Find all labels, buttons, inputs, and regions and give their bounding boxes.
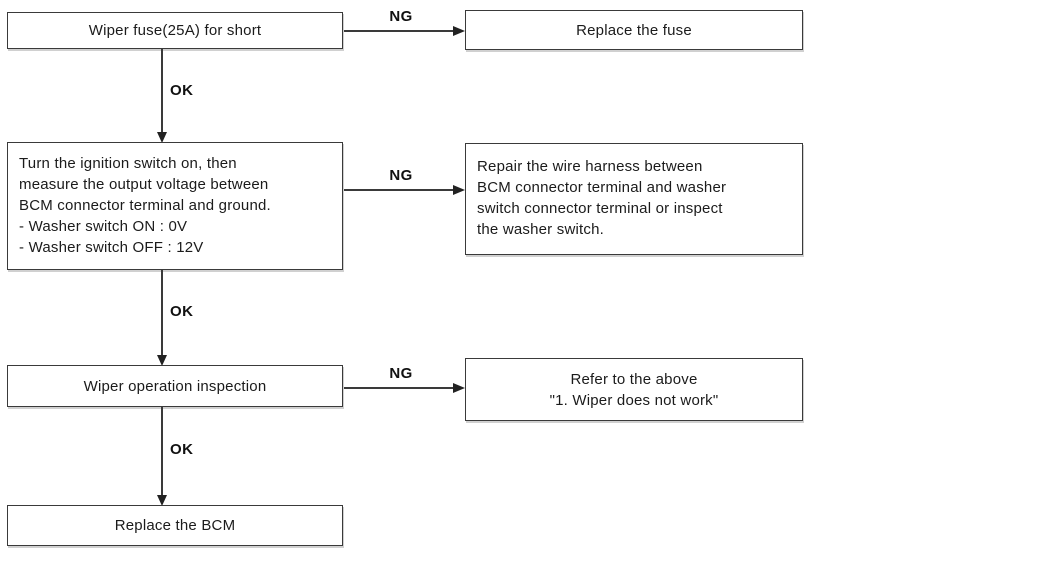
ng-edge-label-3: NG bbox=[389, 365, 413, 382]
ng-connector-2-line bbox=[344, 189, 454, 191]
flow-step-wiper-inspection: Wiper operation inspection bbox=[7, 365, 343, 407]
arrow-down-icon bbox=[157, 495, 167, 506]
ok-connector-3-line bbox=[161, 407, 163, 497]
arrow-right-icon bbox=[453, 383, 465, 393]
ng-connector-1-line bbox=[344, 30, 454, 32]
flow-step-check-fuse: Wiper fuse(25A) for short bbox=[7, 12, 343, 49]
ok-edge-label-3: OK bbox=[170, 441, 194, 458]
flow-result-repair-harness: Repair the wire harness between BCM conn… bbox=[465, 143, 803, 255]
flow-result-replace-fuse: Replace the fuse bbox=[465, 10, 803, 50]
ok-connector-2-line bbox=[161, 270, 163, 357]
ng-edge-label-1: NG bbox=[389, 8, 413, 25]
ng-edge-label-2: NG bbox=[389, 167, 413, 184]
ok-connector-1-line bbox=[161, 49, 163, 134]
flow-step-measure-voltage: Turn the ignition switch on, then measur… bbox=[7, 142, 343, 270]
arrow-right-icon bbox=[453, 185, 465, 195]
ok-edge-label-2: OK bbox=[170, 303, 194, 320]
arrow-down-icon bbox=[157, 355, 167, 366]
ok-edge-label-1: OK bbox=[170, 82, 194, 99]
ng-connector-3-line bbox=[344, 387, 454, 389]
arrow-right-icon bbox=[453, 26, 465, 36]
flow-result-refer-above: Refer to the above "1. Wiper does not wo… bbox=[465, 358, 803, 421]
arrow-down-icon bbox=[157, 132, 167, 143]
flow-result-replace-bcm: Replace the BCM bbox=[7, 505, 343, 546]
